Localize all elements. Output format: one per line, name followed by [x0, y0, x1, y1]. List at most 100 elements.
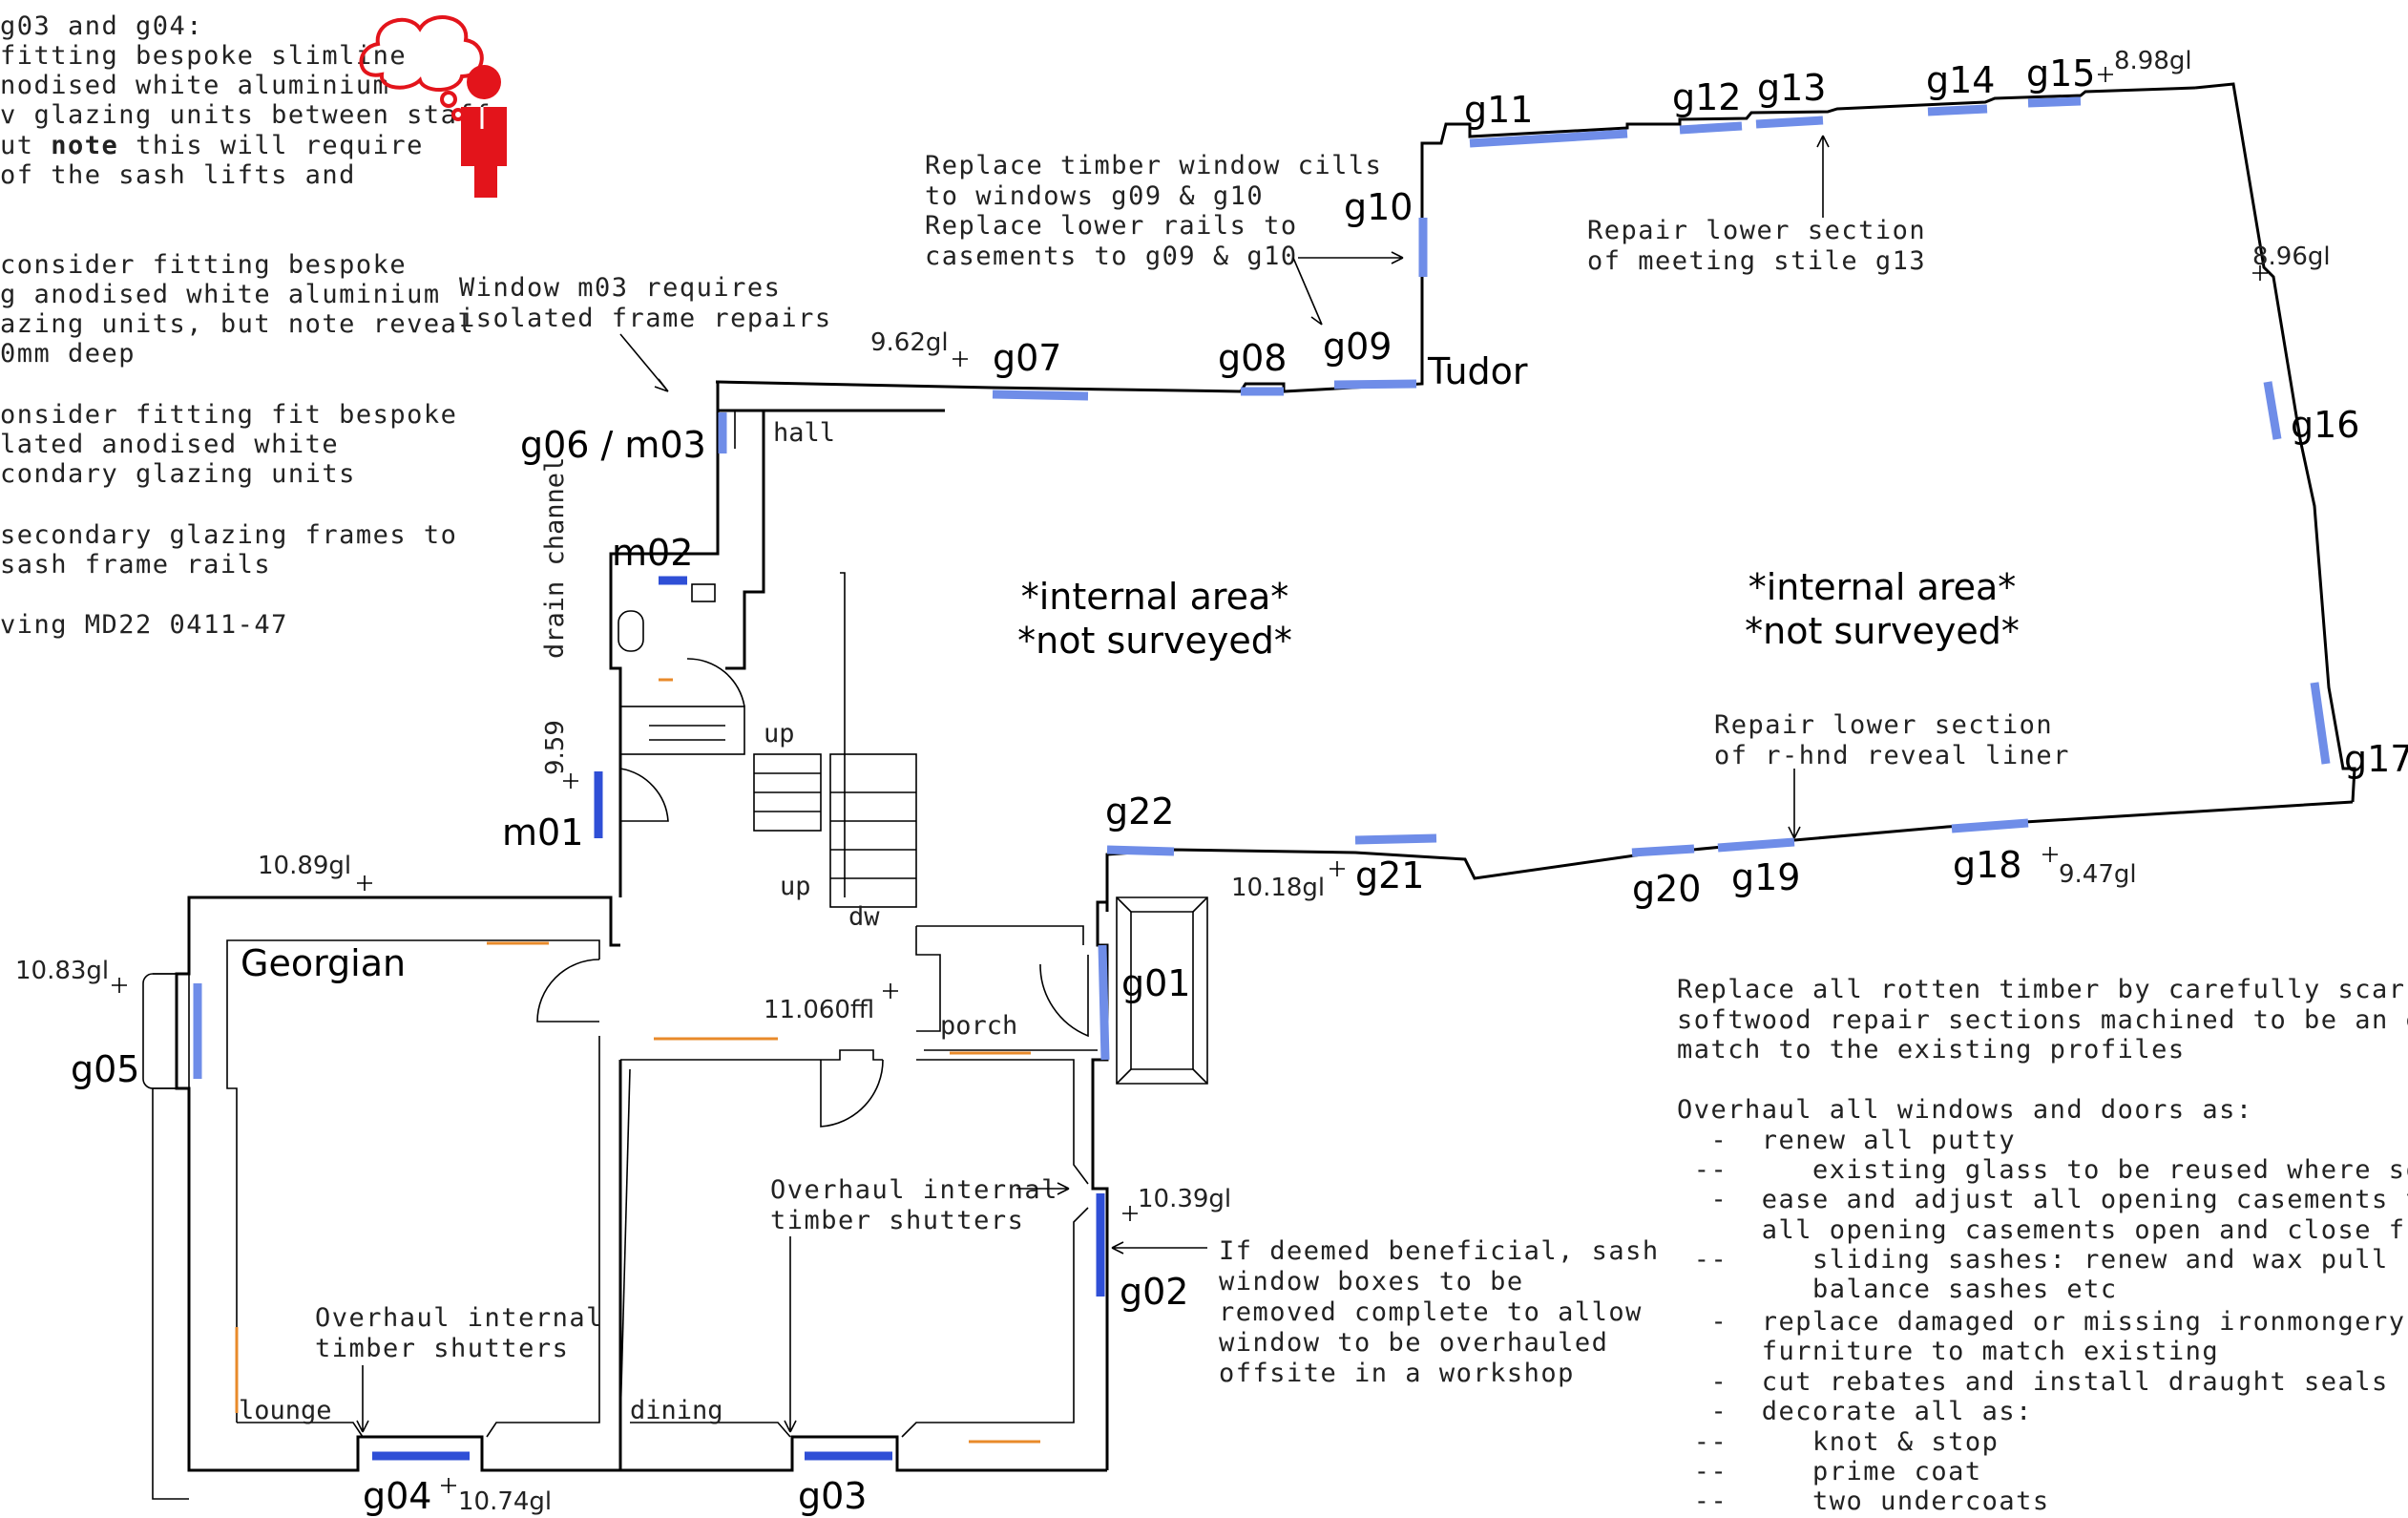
window-g14: [1927, 104, 1988, 116]
level-8-96: 8.96gl: [2252, 242, 2331, 271]
note-shutters-lounge-1: Overhaul internal: [315, 1303, 603, 1333]
leader-arrows: [356, 135, 1830, 1433]
label-g01: g01: [1121, 962, 1190, 1004]
room-labels: hall up up dw porch lounge dining: [239, 418, 1017, 1425]
note-g19-1: Repair lower section: [1714, 710, 2053, 740]
left-note-line: nodised white aluminium: [0, 71, 389, 100]
spec-notes: Replace all rotten timber by carefully s…: [1677, 975, 2408, 1516]
room-up-1: up: [764, 719, 795, 748]
spec-line: match to the existing profiles: [1677, 1035, 2186, 1065]
left-note-line: 0mm deep: [0, 339, 136, 369]
note-shutters-dining-1: Overhaul internal: [770, 1175, 1058, 1205]
label-m02: m02: [612, 532, 693, 574]
label-g17: g17: [2344, 738, 2408, 780]
spec-line: -- knot & stop: [1677, 1427, 1999, 1457]
note-sash-2: window boxes to be: [1219, 1267, 1524, 1297]
label-g20: g20: [1632, 868, 1701, 910]
section-georgian: Georgian: [241, 942, 406, 984]
level-8-98: 8.98gl: [2114, 47, 2192, 75]
spec-line: all opening casements open and close fre…: [1677, 1215, 2408, 1245]
level-10-83: 10.83gl: [15, 957, 109, 985]
label-g16: g16: [2291, 404, 2359, 446]
note-cills-2: to windows g09 & g10: [925, 181, 1264, 211]
spec-line: Overhaul all windows and doors as:: [1677, 1095, 2253, 1125]
stair-treads: [649, 725, 916, 879]
label-g12: g12: [1672, 76, 1741, 118]
spec-line: -- prime coat: [1677, 1457, 1982, 1486]
label-g06-m03: g06 / m03: [520, 424, 706, 466]
level-10-18: 10.18gl: [1231, 874, 1325, 902]
room-lounge: lounge: [239, 1396, 332, 1425]
window-g01: [1098, 944, 1110, 1061]
label-g21: g21: [1355, 854, 1424, 896]
internal-area-left-2: *not surveyed*: [1017, 620, 1292, 662]
spec-line: furniture to match existing: [1677, 1337, 2219, 1366]
spec-line: Replace all rotten timber by carefully s…: [1677, 975, 2408, 1004]
spec-line: - replace damaged or missing ironmongery…: [1677, 1307, 2408, 1337]
note-shutters-lounge-2: timber shutters: [315, 1334, 569, 1363]
section-tudor: Tudor: [1427, 350, 1528, 392]
label-g09: g09: [1323, 326, 1392, 368]
note-sash-5: offsite in a workshop: [1219, 1359, 1575, 1388]
label-g10: g10: [1344, 186, 1413, 228]
left-note-line: secondary glazing frames to: [0, 520, 457, 550]
room-porch: porch: [940, 1011, 1017, 1041]
thinking-person-with-cloud-icon: [359, 15, 507, 198]
note-cills-1: Replace timber window cills: [925, 151, 1382, 180]
window-g19: [1717, 837, 1795, 853]
label-g05: g05: [71, 1048, 139, 1090]
window-g17: [2310, 682, 2331, 765]
note-shutters-dining-2: timber shutters: [770, 1206, 1024, 1235]
window-g15: [2027, 96, 2082, 108]
window-g18: [1951, 818, 2029, 833]
left-note-line: condary glazing units: [0, 459, 356, 489]
left-note-line: ving MD22 0411-47: [0, 610, 288, 640]
windows: [193, 96, 2331, 1461]
note-cills-4: casements to g09 & g10: [925, 242, 1298, 271]
label-g19: g19: [1731, 856, 1800, 898]
drain-channel-label: drain channel: [540, 457, 570, 659]
window-g21: [1354, 833, 1437, 845]
note-g13-2: of meeting stile g13: [1587, 246, 1926, 276]
label-g22: g22: [1105, 791, 1174, 833]
note-g13-1: Repair lower section: [1587, 216, 1926, 245]
left-note-line: v glazing units between staff: [0, 100, 492, 130]
spec-line: balance sashes etc: [1677, 1275, 2118, 1304]
label-g02: g02: [1120, 1271, 1188, 1313]
level-10-89: 10.89gl: [258, 852, 351, 880]
spec-line: -- existing glass to be reused where sou…: [1677, 1155, 2408, 1185]
window-g22: [1106, 845, 1175, 856]
label-g14: g14: [1926, 59, 1995, 101]
spec-line: -- sliding sashes: renew and wax pull co…: [1677, 1245, 2408, 1275]
window-g07: [992, 390, 1089, 401]
spec-line: - decorate all as:: [1677, 1397, 2033, 1426]
note-sash-1: If deemed beneficial, sash: [1219, 1236, 1660, 1266]
left-note-line: g anodised white aluminium: [0, 280, 441, 309]
internal-area-right-1: *internal area*: [1748, 566, 2017, 608]
window-labels: g01 g02 g03 g04 g05 g06 / m03 g07 g08 g0…: [71, 53, 2408, 1517]
level-markers: [112, 67, 2268, 1493]
room-dining: dining: [630, 1396, 723, 1425]
levels: 8.98gl 8.96gl 9.62gl 10.89gl 10.83gl 11.…: [15, 47, 2331, 1516]
spec-line: -- two undercoats: [1677, 1486, 2050, 1516]
internal-area-left-1: *internal area*: [1021, 576, 1289, 618]
room-hall: hall: [773, 418, 835, 448]
left-note-line: lated anodised white: [0, 430, 339, 459]
level-9-62: 9.62gl: [870, 328, 949, 357]
note-cills-3: Replace lower rails to: [925, 211, 1298, 241]
level-10-39: 10.39gl: [1138, 1185, 1231, 1213]
label-m01: m01: [502, 812, 583, 854]
window-g12: [1679, 121, 1743, 135]
left-note-line: g03 and g04:: [0, 11, 203, 41]
shutters: [235, 678, 1040, 1444]
porch-step: [1116, 896, 1208, 1085]
level-9-59: 9.59: [541, 720, 570, 775]
level-10-74: 10.74gl: [458, 1487, 552, 1516]
window-g13: [1755, 116, 1824, 129]
spec-line: - renew all putty: [1677, 1126, 2016, 1155]
label-g18: g18: [1953, 844, 2021, 886]
left-note-pre: ut: [0, 131, 51, 160]
room-up-2: up: [780, 872, 811, 901]
level-9-47: 9.47gl: [2059, 860, 2137, 889]
